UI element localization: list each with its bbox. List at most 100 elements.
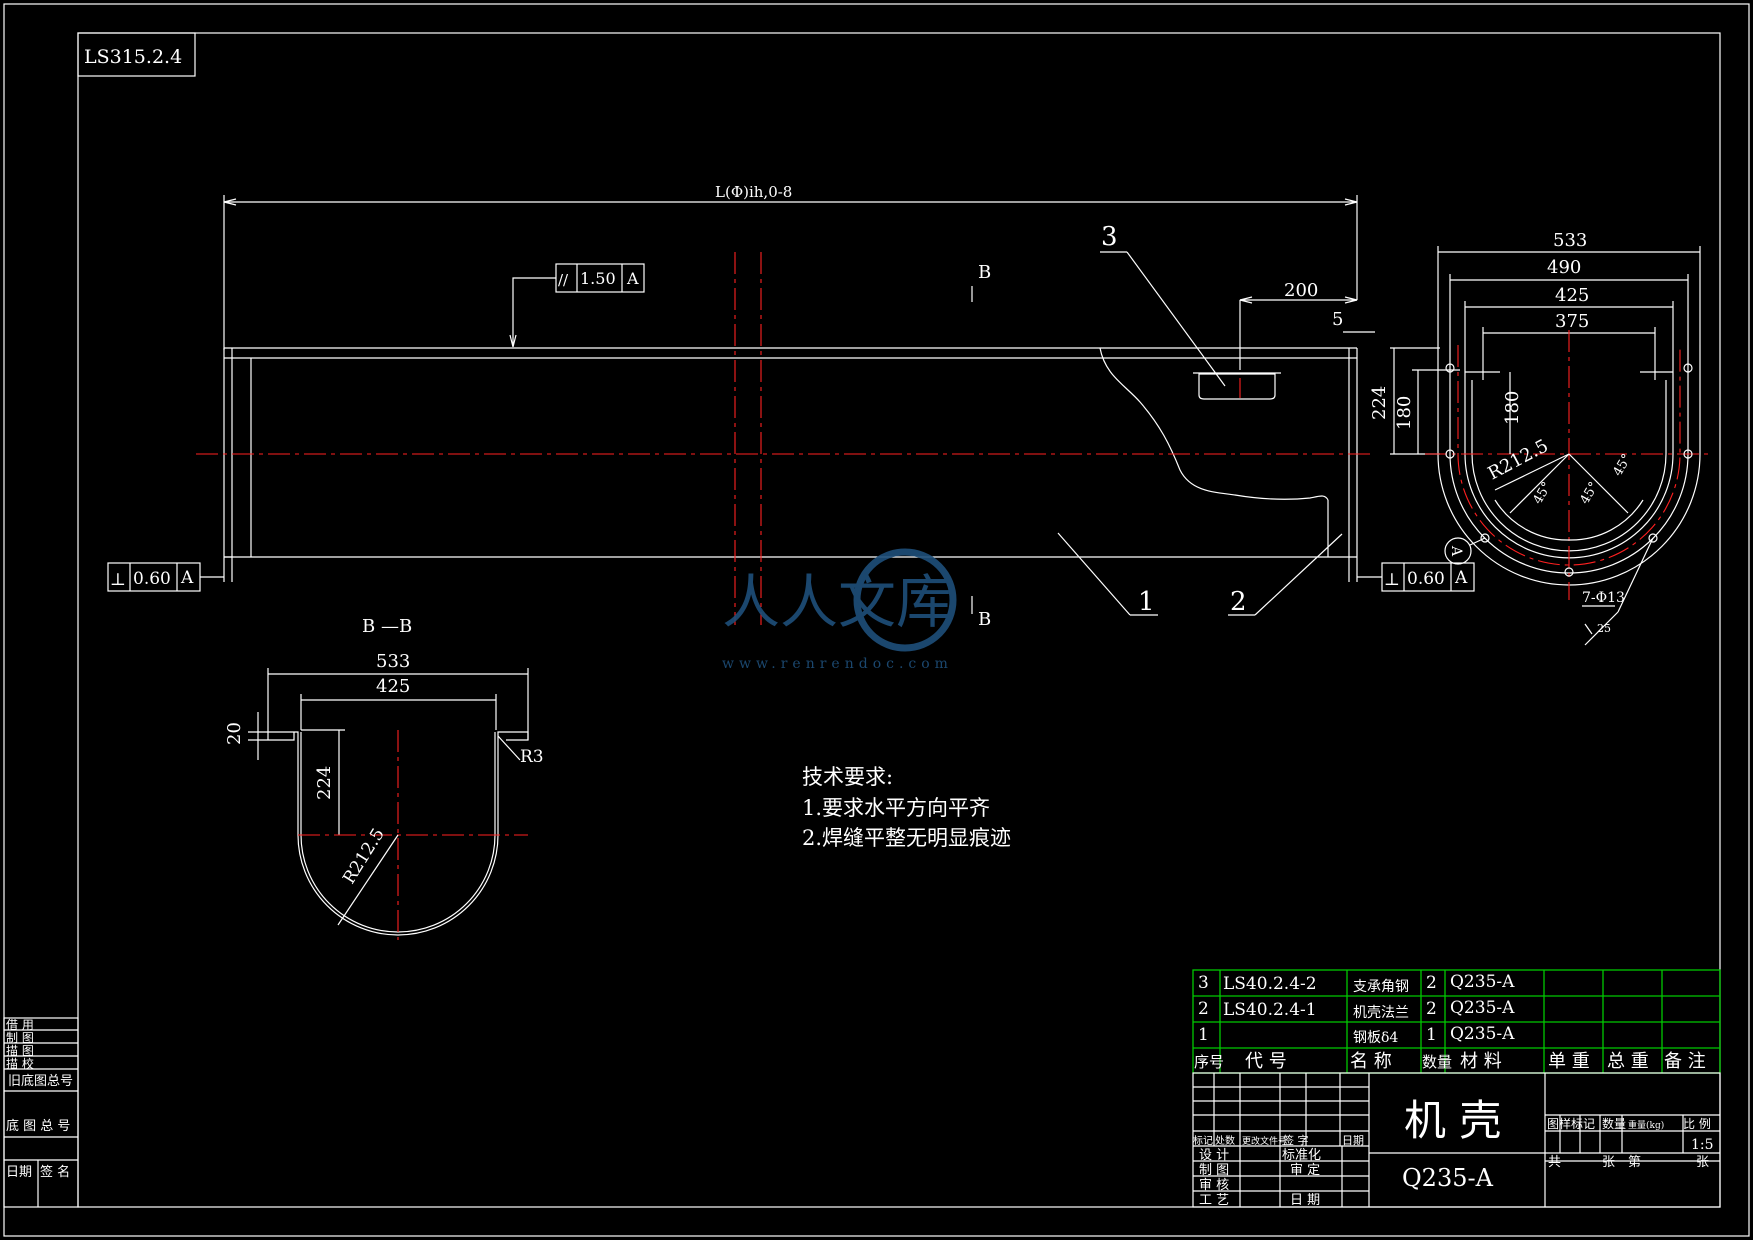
- rev-label-doc: 更改文件号: [1242, 1135, 1287, 1147]
- dim-490: 490: [1547, 257, 1581, 278]
- bom-row-2-no: 2: [1198, 999, 1209, 1019]
- section-fillet: R3: [520, 747, 544, 767]
- angle-c: 45°: [1610, 452, 1635, 479]
- callout-1: 1: [1057, 532, 1158, 617]
- bom-row-1-no: 3: [1198, 973, 1209, 993]
- section-title: B —B: [362, 616, 412, 637]
- info-scale-value: 1:5: [1691, 1137, 1714, 1153]
- section-view: B —B 533 425 20 224 R212.5 R3: [224, 616, 544, 940]
- dim-375: 375: [1555, 311, 1589, 332]
- strip-label-1: 借 用: [6, 1018, 34, 1032]
- info-weight: 重量(kg): [1628, 1119, 1664, 1131]
- tech-heading: 技术要求:: [802, 765, 893, 789]
- perp-right-symbol: ⊥: [1384, 570, 1400, 590]
- strip-label-3: 描 图: [6, 1044, 34, 1058]
- radius-end: R212.5: [1484, 435, 1551, 484]
- bom-row-3-no: 1: [1198, 1025, 1209, 1045]
- bom-header-qty: 数量: [1422, 1053, 1452, 1071]
- perp-left-symbol: ⊥: [110, 570, 126, 590]
- svg-text:3: 3: [1101, 222, 1118, 252]
- bom-header-total-weight: 总 重: [1607, 1051, 1649, 1072]
- rev-label-mark: 标记: [1193, 1135, 1213, 1147]
- hole-callout: 7-Φ13: [1582, 590, 1625, 606]
- info-scale-label: 比 例: [1683, 1117, 1711, 1131]
- bom-row-1-material: Q235-A: [1450, 972, 1515, 992]
- datum-a-circle: A: [1448, 545, 1464, 557]
- bom-table: 3 LS40.2.4-2 支承角钢 2 Q235-A 2 LS40.2.4-1 …: [1192, 969, 1721, 1074]
- drawing-number-box: LS315.2.4: [77, 32, 196, 77]
- dim-180-main: 180: [1394, 396, 1415, 430]
- info-drawing-mark: 图样标记: [1547, 1116, 1595, 1131]
- length-dimension: L(Φ)ih,0-8: [715, 183, 792, 201]
- perpendicularity-frame-right: ⊥ 0.60 A: [1357, 562, 1475, 592]
- section-mark-top: B: [978, 262, 991, 283]
- sign-drafting: 制 图: [1199, 1163, 1229, 1178]
- parallel-tolerance-frame: // 1.50 A: [509, 263, 645, 348]
- sheet-total: 共: [1548, 1155, 1561, 1170]
- perp-right-datum: A: [1454, 568, 1468, 588]
- bom-header-code: 代 号: [1245, 1051, 1287, 1072]
- sign-approve: 审 定: [1290, 1163, 1320, 1178]
- strip-label-4: 描 校: [6, 1056, 34, 1071]
- dim-5: 5: [1332, 309, 1343, 330]
- rev-label-count: 处数: [1215, 1134, 1235, 1147]
- callout-3: 3: [1100, 222, 1226, 387]
- perp-left-value: 0.60: [133, 569, 171, 589]
- watermark-text: 人人文库: [722, 568, 954, 636]
- surface-finish: 25: [1597, 622, 1611, 635]
- bom-row-1-name: 支承角钢: [1353, 979, 1409, 995]
- sign-date: 日 期: [1290, 1193, 1320, 1208]
- end-view: 533 490 425 375 180: [1425, 230, 1712, 646]
- title-block: 标记 处数 更改文件号 签 字 日期 设 计 制 图 审 核 工 艺 标准化 审…: [1192, 1072, 1721, 1208]
- bom-header-remark: 备 注: [1664, 1051, 1706, 1072]
- main-view: L(Φ)ih,0-8 200 5 B B: [107, 183, 1475, 630]
- technical-requirements: 技术要求: 1.要求水平方向平齐 2.焊缝平整无明显痕迹: [802, 765, 1011, 850]
- tech-item-2: 2.焊缝平整无明显痕迹: [802, 826, 1011, 850]
- sheet-number-unit: 张: [1696, 1155, 1709, 1170]
- strip-label-2: 制 图: [6, 1031, 34, 1045]
- strip-label-7: 日期: [6, 1165, 32, 1180]
- bom-row-1-code: LS40.2.4-2: [1223, 974, 1317, 994]
- drawing-number: LS315.2.4: [84, 46, 182, 68]
- strip-label-8: 签 名: [40, 1164, 70, 1180]
- perp-left-datum: A: [180, 568, 194, 588]
- rev-label-date: 日期: [1342, 1134, 1364, 1147]
- section-dim-224: 224: [314, 766, 335, 800]
- outer-frame: [3, 3, 1750, 1237]
- strip-label-6: 底 图 总 号: [6, 1118, 70, 1134]
- sign-review: 审 核: [1199, 1178, 1229, 1193]
- bom-row-1-qty: 2: [1426, 973, 1437, 993]
- bom-row-3-material: Q235-A: [1450, 1024, 1515, 1044]
- sign-standard: 标准化: [1282, 1148, 1321, 1163]
- dim-200: 200: [1284, 280, 1318, 301]
- bom-row-2-qty: 2: [1426, 999, 1437, 1019]
- section-dim-425: 425: [376, 676, 410, 697]
- section-radius: R212.5: [339, 825, 389, 888]
- section-mark-bottom: B: [978, 609, 991, 630]
- sheet-number: 第: [1628, 1155, 1641, 1170]
- bom-row-3-qty: 1: [1426, 1025, 1437, 1045]
- dim-180-end: 180: [1502, 391, 1523, 425]
- svg-text:1: 1: [1138, 587, 1155, 617]
- angle-a: 45°: [1530, 480, 1555, 507]
- dim-224-main: 224: [1369, 386, 1390, 420]
- parallel-symbol: //: [558, 271, 569, 289]
- rev-label-sign: 签 字: [1283, 1133, 1309, 1147]
- sign-design: 设 计: [1199, 1148, 1229, 1163]
- bom-header-unit-weight: 单 重: [1548, 1051, 1590, 1072]
- parallel-datum: A: [626, 269, 639, 288]
- inner-frame: [77, 32, 1721, 1208]
- callout-2: 2: [1228, 533, 1343, 617]
- left-strip-table: 借 用 制 图 描 图 描 校 旧底图总号 底 图 总 号 日期 签 名: [3, 1017, 79, 1208]
- tech-item-1: 1.要求水平方向平齐: [802, 796, 990, 820]
- watermark: 人人文库 www.renrendoc.com: [722, 548, 957, 672]
- sheet-total-unit: 张: [1602, 1155, 1615, 1170]
- bom-row-3-name: 钢板δ4: [1353, 1030, 1398, 1046]
- sign-process: 工 艺: [1199, 1193, 1229, 1208]
- strip-label-5: 旧底图总号: [8, 1073, 73, 1089]
- section-dim-20: 20: [224, 722, 245, 745]
- bom-row-2-material: Q235-A: [1450, 998, 1515, 1018]
- section-dim-533: 533: [376, 651, 410, 672]
- parallel-value: 1.50: [580, 269, 616, 288]
